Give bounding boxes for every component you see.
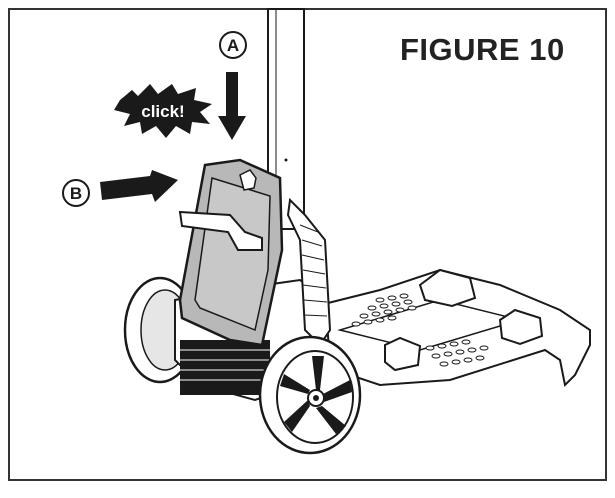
callout-a-label: A <box>227 36 239 55</box>
click-burst-text: click! <box>141 102 184 121</box>
arrow-a <box>218 72 246 140</box>
callout-b-circle <box>62 179 90 207</box>
front-wheel <box>258 335 362 455</box>
click-burst <box>114 84 212 138</box>
callout-b-label: B <box>70 184 82 203</box>
arrow-b <box>100 170 178 202</box>
callout-a-circle <box>219 31 247 59</box>
power-supply-panel <box>178 158 284 347</box>
cart-base <box>298 268 591 388</box>
figure-title: FIGURE 10 <box>400 32 565 67</box>
